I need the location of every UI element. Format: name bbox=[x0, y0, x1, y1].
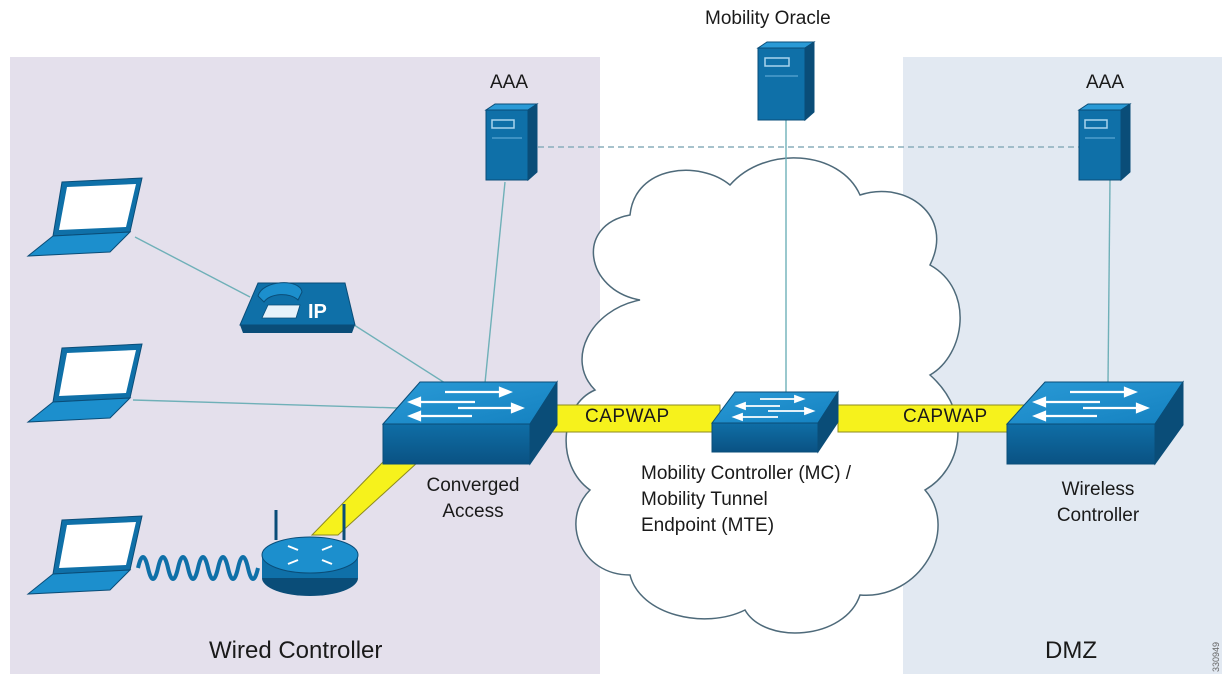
mobility-controller-label-line1: Mobility Controller (MC) / bbox=[641, 463, 852, 484]
access-point-icon bbox=[261, 504, 359, 596]
laptop-icon bbox=[26, 515, 143, 595]
capwap-left-label: CAPWAP bbox=[585, 406, 670, 427]
converged-access-label-line2: Access bbox=[442, 501, 504, 522]
capwap-right-label: CAPWAP bbox=[903, 406, 988, 427]
laptop-icon bbox=[26, 177, 143, 257]
aaa-left-label: AAA bbox=[490, 72, 529, 93]
mobility-controller-label: Mobility Controller (MC) / Mobility Tunn… bbox=[641, 461, 851, 539]
figure-code: 330949 bbox=[1211, 641, 1221, 672]
ip-phone-icon: IP bbox=[239, 282, 356, 333]
wired-controller-zone-label: Wired Controller bbox=[209, 637, 383, 664]
aaa-right-label: AAA bbox=[1086, 72, 1125, 93]
converged-access-label: Converged Access bbox=[418, 473, 528, 525]
converged-access-label-line1: Converged bbox=[426, 475, 520, 496]
mobility-oracle-server-icon bbox=[756, 41, 816, 122]
aaa-right-server-icon bbox=[1077, 103, 1132, 182]
wireless-controller-label: Wireless Controller bbox=[1043, 477, 1153, 529]
dmz-zone-label: DMZ bbox=[1045, 637, 1097, 664]
mobility-controller-label-line3: Endpoint (MTE) bbox=[641, 515, 775, 536]
laptop-icon bbox=[26, 343, 143, 423]
dmz-zone bbox=[903, 57, 1222, 674]
mobility-controller-switch-icon bbox=[711, 390, 839, 454]
wireless-controller-label-line1: Wireless bbox=[1061, 479, 1135, 500]
links bbox=[132, 120, 1111, 409]
mobility-oracle-label: Mobility Oracle bbox=[705, 8, 831, 29]
mobility-controller-label-line2: Mobility Tunnel bbox=[641, 489, 768, 510]
wireless-controller-label-line2: Controller bbox=[1056, 505, 1140, 526]
converged-access-switch-icon bbox=[381, 380, 558, 466]
wireless-controller-switch-icon bbox=[1005, 380, 1184, 466]
ip-phone-label: IP bbox=[308, 301, 327, 323]
aaa-left-server-icon bbox=[484, 103, 539, 182]
wireless-wave bbox=[136, 555, 260, 581]
